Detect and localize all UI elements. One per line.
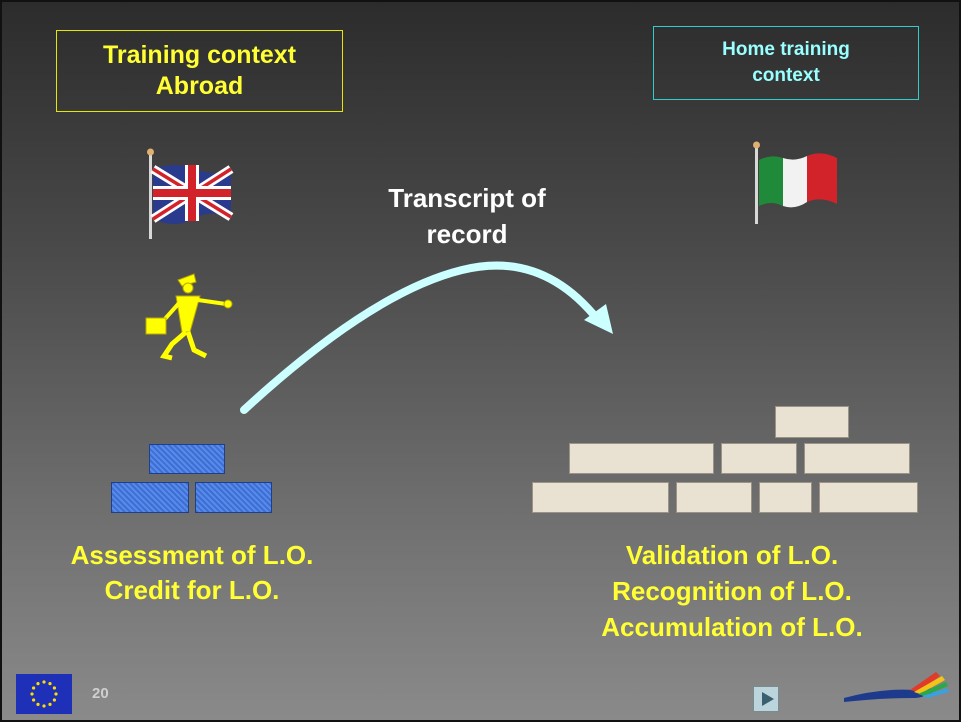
transcript-label: Transcript of record (342, 180, 592, 252)
training-abroad-line1: Training context (102, 41, 297, 69)
home-outcomes-text: Validation of L.O. Recognition of L.O. A… (547, 537, 917, 645)
beige-brick (759, 482, 812, 513)
validation-line: Validation of L.O. (625, 540, 839, 570)
page-number: 20 (92, 685, 109, 702)
italy-flag-icon (753, 141, 837, 224)
home-training-line1: Home training (722, 39, 850, 60)
home-training-box: Home training context (653, 26, 919, 100)
beige-brick (676, 482, 752, 513)
accumulation-line: Accumulation of L.O. (601, 612, 863, 642)
beige-brick (775, 406, 849, 438)
beige-brick (804, 443, 910, 474)
assessment-line: Assessment of L.O. (70, 540, 314, 570)
recognition-line: Recognition of L.O. (612, 576, 852, 606)
credit-line: Credit for L.O. (104, 575, 280, 605)
beige-brick (569, 443, 714, 474)
home-training-line2: context (752, 65, 820, 86)
beige-brick (532, 482, 669, 513)
uk-flag-icon (147, 148, 234, 239)
traveler-figure-icon (145, 273, 233, 361)
blue-brick-bottom-left (111, 482, 189, 513)
training-abroad-line2: Abroad (155, 72, 244, 100)
training-abroad-box: Training context Abroad (56, 30, 343, 112)
transcript-label-line2: record (426, 219, 508, 249)
eu-flag-icon (16, 674, 72, 714)
abroad-outcomes-text: Assessment of L.O. Credit for L.O. (22, 538, 362, 608)
next-slide-button[interactable] (753, 686, 779, 712)
program-logo-icon (844, 672, 949, 702)
transcript-label-line1: Transcript of (388, 183, 546, 213)
blue-brick-top (149, 444, 225, 474)
blue-brick-bottom-right (195, 482, 272, 513)
beige-brick (721, 443, 797, 474)
beige-brick (819, 482, 918, 513)
